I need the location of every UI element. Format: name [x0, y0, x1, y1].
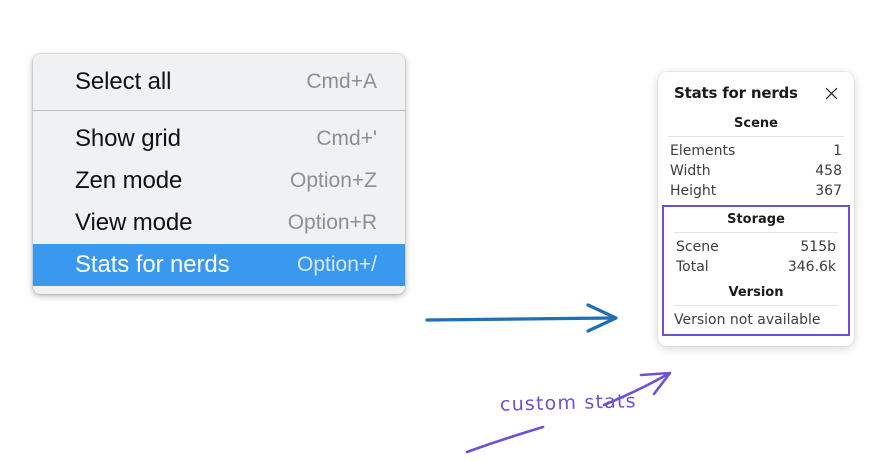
stat-key: Width [670, 163, 711, 179]
menu-item-label: Stats for nerds [75, 251, 230, 278]
purple-underline-stroke [465, 425, 545, 454]
close-icon[interactable] [823, 85, 840, 102]
stat-row: Elements 1 [658, 141, 854, 161]
stat-key: Height [670, 183, 717, 199]
blue-arrow [425, 303, 618, 333]
menu-item-select-all[interactable]: Select all Cmd+A [33, 61, 405, 103]
custom-stats-highlight-box: Storage Scene 515b Total 346.6k Version … [662, 205, 850, 336]
stat-row: Total 346.6k [664, 257, 848, 277]
storage-section: Storage Scene 515b Total 346.6k [664, 210, 848, 277]
version-section: Version Version not available [664, 277, 848, 328]
stat-value: 515b [800, 239, 836, 255]
menu-item-shortcut: Cmd+' [316, 127, 377, 150]
menu-item-shortcut: Option+Z [290, 169, 377, 192]
scene-divider [668, 136, 844, 137]
menu-item-label: Show grid [75, 125, 181, 152]
stats-for-nerds-panel: Stats for nerds Scene Elements 1 Width 4… [658, 72, 854, 346]
menu-item-shortcut: Option+R [287, 211, 377, 234]
stat-value: 367 [815, 183, 842, 199]
version-divider [674, 305, 838, 306]
context-menu[interactable]: Select all Cmd+A Show grid Cmd+' Zen mod… [33, 54, 405, 294]
menu-item-shortcut: Option+/ [297, 253, 377, 276]
storage-divider [674, 232, 838, 233]
stat-key: Total [676, 259, 709, 275]
stat-key: Scene [676, 239, 719, 255]
menu-group-2: Show grid Cmd+' Zen mode Option+Z View m… [33, 118, 405, 286]
stat-row: Height 367 [658, 181, 854, 201]
stat-row: Width 458 [658, 161, 854, 181]
menu-item-shortcut: Cmd+A [306, 70, 377, 93]
stat-value: 346.6k [787, 259, 836, 275]
stat-row: Scene 515b [664, 237, 848, 257]
handwritten-note: custom stats [499, 390, 638, 416]
menu-item-label: View mode [75, 209, 193, 236]
version-heading: Version [728, 285, 784, 300]
scene-heading: Scene [734, 116, 778, 131]
panel-title: Stats for nerds [674, 84, 798, 102]
storage-heading: Storage [727, 212, 785, 227]
scene-section: Scene Elements 1 Width 458 Height 367 [658, 114, 854, 201]
menu-item-view-mode[interactable]: View mode Option+R [33, 202, 405, 244]
stat-value: 458 [815, 163, 842, 179]
menu-item-label: Select all [75, 68, 172, 95]
menu-item-stats-for-nerds[interactable]: Stats for nerds Option+/ [33, 244, 405, 286]
stat-key: Elements [670, 143, 736, 159]
menu-item-zen-mode[interactable]: Zen mode Option+Z [33, 160, 405, 202]
stat-value: 1 [833, 143, 842, 159]
menu-item-label: Zen mode [75, 167, 183, 194]
menu-item-show-grid[interactable]: Show grid Cmd+' [33, 118, 405, 160]
menu-group-1: Select all Cmd+A [33, 61, 405, 103]
version-text: Version not available [674, 312, 821, 328]
menu-separator [33, 110, 405, 111]
panel-header: Stats for nerds [658, 84, 854, 102]
